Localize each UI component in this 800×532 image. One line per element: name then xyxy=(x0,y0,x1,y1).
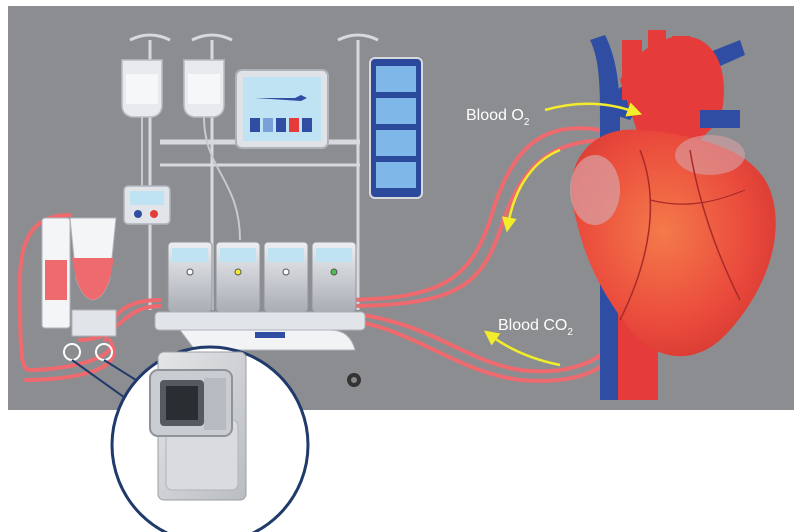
sensor-callout xyxy=(110,345,310,532)
pump-icon xyxy=(123,185,171,225)
iv-bag-icon xyxy=(183,59,241,241)
pump-modules xyxy=(167,241,357,313)
sensor-chip-icon xyxy=(149,351,247,501)
heart-icon xyxy=(570,129,776,357)
pump-icon xyxy=(215,241,261,313)
cart-base xyxy=(154,311,366,387)
iv-bag-icon xyxy=(121,59,163,190)
control-tower xyxy=(369,57,423,199)
pump-icon xyxy=(263,241,309,313)
label-blood-o2: Blood O2 xyxy=(466,107,530,128)
pump-icon xyxy=(167,241,213,313)
flow-arrows xyxy=(483,102,643,367)
monitor-icon xyxy=(235,69,329,149)
pump-icon xyxy=(311,241,357,313)
label-blood-co2: Blood CO2 xyxy=(498,317,573,338)
